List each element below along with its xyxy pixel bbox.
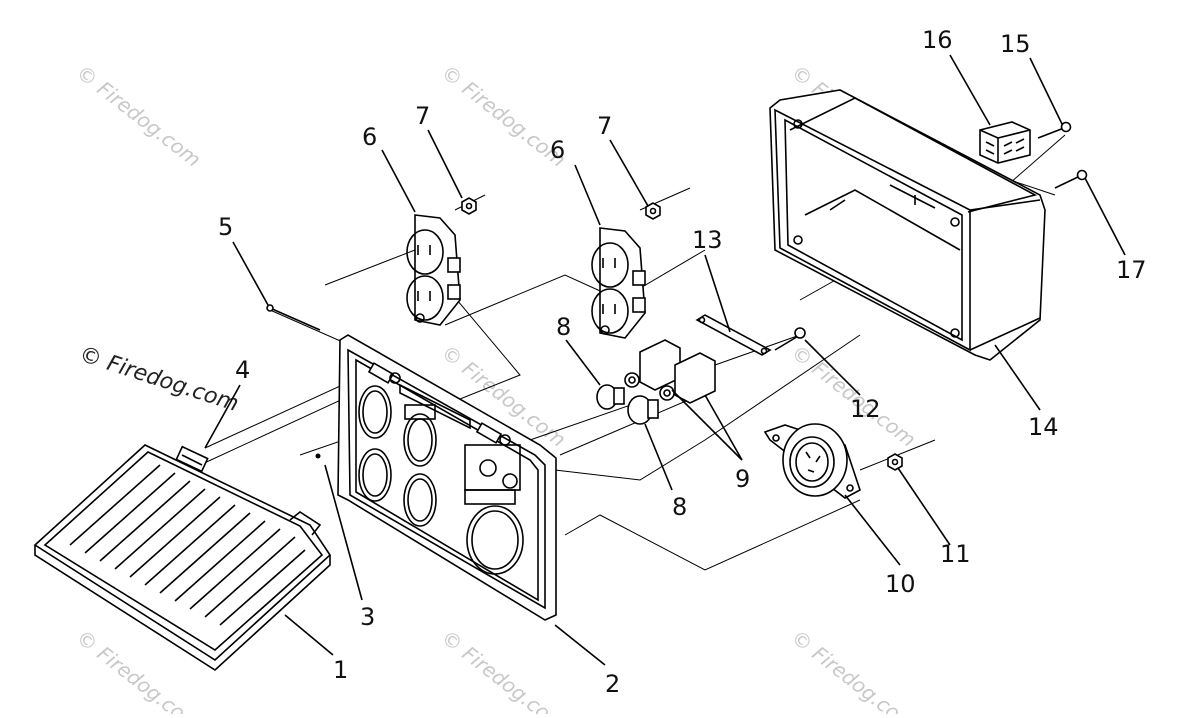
callout-7a: 7 (415, 102, 430, 130)
leader-lines (204, 54, 1126, 666)
part-receptacle-left (406, 214, 461, 326)
part-hinge (175, 445, 209, 473)
callout-10: 10 (885, 570, 916, 598)
watermark: © Firedog.com (437, 625, 570, 714)
callout-7b: 7 (597, 112, 612, 140)
callout-12: 12 (850, 395, 881, 423)
part-screw-17 (1054, 169, 1088, 189)
watermark-dark: © Firedog.com (76, 342, 241, 417)
callout-2: 2 (605, 670, 620, 698)
part-breaker-a (624, 339, 681, 391)
part-receptacle-right (591, 227, 646, 339)
callout-4: 4 (235, 356, 250, 384)
part-lamp-upper (596, 384, 625, 410)
cover-ribs (69, 464, 306, 626)
part-screw-15 (1037, 121, 1072, 139)
callout-9: 9 (735, 465, 750, 493)
part-nut-left (461, 197, 477, 215)
callout-1: 1 (333, 656, 348, 684)
watermark: © Firedog.com (787, 625, 920, 714)
callout-5: 5 (218, 213, 233, 241)
callout-8a: 8 (556, 313, 571, 341)
part-cover (33, 444, 332, 672)
callout-3: 3 (360, 603, 375, 631)
callout-6a: 6 (362, 123, 377, 151)
callout-8b: 8 (672, 493, 687, 521)
watermark: © Firedog.com (72, 60, 205, 172)
part-bracket (695, 314, 772, 356)
callout-14: 14 (1028, 413, 1059, 441)
callout-labels: 1 2 3 4 5 6 7 6 7 8 8 9 10 11 12 13 14 1… (218, 26, 1147, 698)
part-housing (769, 89, 1046, 361)
part-twistlock-receptacle (763, 423, 861, 499)
part-screw-12 (774, 327, 806, 351)
part-nut-right (645, 202, 661, 220)
callout-6b: 6 (550, 136, 565, 164)
part-connector-block (979, 121, 1031, 164)
callout-11: 11 (940, 540, 971, 568)
callout-15: 15 (1000, 30, 1031, 58)
callout-13: 13 (692, 226, 723, 254)
part-control-panel (337, 334, 557, 621)
callout-17: 17 (1116, 256, 1147, 284)
callout-16: 16 (922, 26, 953, 54)
part-nut-11 (887, 453, 903, 471)
part-lamp-lower (627, 395, 659, 425)
part-long-screw (266, 304, 321, 331)
part-pin (315, 453, 321, 459)
